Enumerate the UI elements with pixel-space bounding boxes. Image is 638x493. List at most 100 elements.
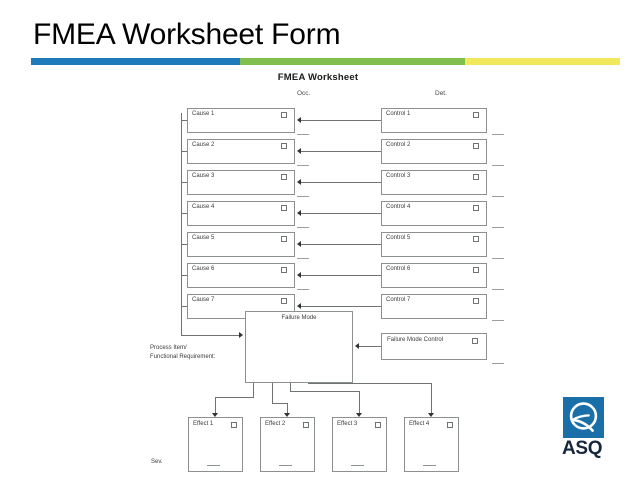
cause-stub-2	[181, 151, 188, 152]
severity-blank-4[interactable]	[423, 465, 436, 466]
page-title: FMEA Worksheet Form	[33, 18, 341, 51]
cause-checkbox[interactable]	[281, 143, 287, 149]
severity-label: Sev.	[151, 459, 163, 465]
control-arrow-4	[297, 210, 301, 216]
cause-checkbox[interactable]	[281, 112, 287, 118]
effect-drop-3-leg	[359, 391, 360, 415]
detection-column-label: Det.	[435, 90, 447, 97]
cause-box-1[interactable]: Cause 1	[187, 108, 295, 133]
detection-blank-3[interactable]	[492, 196, 504, 197]
failure-mode-box[interactable]: Failure Mode	[245, 311, 353, 383]
effect-checkbox[interactable]	[447, 422, 453, 428]
effect-checkbox[interactable]	[375, 422, 381, 428]
cause-checkbox[interactable]	[281, 267, 287, 273]
control-arrow-1	[297, 117, 301, 123]
control-label: Control 5	[386, 235, 411, 241]
asq-logo-wordmark: ASQ	[562, 438, 603, 459]
effect-arrow-3	[356, 413, 362, 417]
cause-box-2[interactable]: Cause 2	[187, 139, 295, 164]
detection-blank-6[interactable]	[492, 289, 504, 290]
cause-stub-6	[181, 275, 188, 276]
cause-stub-7	[181, 306, 188, 307]
control-connector-5	[300, 244, 382, 245]
effect-drop-2-horizontal	[272, 403, 287, 404]
occurrence-blank-2[interactable]	[297, 165, 309, 166]
cause-checkbox[interactable]	[281, 298, 287, 304]
severity-blank-1[interactable]	[207, 465, 220, 466]
cause-box-6[interactable]: Cause 6	[187, 263, 295, 288]
control-checkbox[interactable]	[473, 112, 479, 118]
control-box-3[interactable]: Control 3	[381, 170, 487, 195]
effect-box-3[interactable]: Effect 3	[332, 417, 387, 472]
failure-mode-control-checkbox[interactable]	[472, 338, 478, 344]
control-arrow-5	[297, 241, 301, 247]
control-box-1[interactable]: Control 1	[381, 108, 487, 133]
detection-blank-4[interactable]	[492, 227, 504, 228]
control-box-7[interactable]: Control 7	[381, 294, 487, 319]
effect-drop-1-vertical	[253, 383, 254, 397]
control-checkbox[interactable]	[473, 143, 479, 149]
control-arrow-7	[297, 303, 301, 309]
control-checkbox[interactable]	[473, 205, 479, 211]
cause-box-5[interactable]: Cause 5	[187, 232, 295, 257]
asq-q-mark-icon	[569, 402, 598, 432]
cause-checkbox[interactable]	[281, 205, 287, 211]
cause-box-4[interactable]: Cause 4	[187, 201, 295, 226]
cause-box-3[interactable]: Cause 3	[187, 170, 295, 195]
cause-label: Cause 4	[192, 204, 215, 210]
effect-checkbox[interactable]	[303, 422, 309, 428]
control-box-2[interactable]: Control 2	[381, 139, 487, 164]
detection-blank-7[interactable]	[492, 320, 504, 321]
effect-label: Effect 2	[265, 421, 286, 427]
occurrence-blank-3[interactable]	[297, 196, 309, 197]
process-item-line-2: Functional Requirement:	[150, 353, 216, 360]
accent-bar-green-segment	[240, 58, 466, 65]
control-checkbox[interactable]	[473, 267, 479, 273]
cause-label: Cause 1	[192, 111, 215, 117]
control-label: Control 6	[386, 266, 411, 272]
accent-bar-blue-segment	[31, 58, 241, 65]
asq-logo: ASQ	[562, 397, 619, 467]
cause-label: Cause 3	[192, 173, 215, 179]
cause-checkbox[interactable]	[281, 174, 287, 180]
detection-blank-1[interactable]	[492, 134, 504, 135]
effect-checkbox[interactable]	[231, 422, 237, 428]
control-checkbox[interactable]	[473, 236, 479, 242]
process-item-line-1: Process Item/	[150, 345, 187, 351]
control-box-6[interactable]: Control 6	[381, 263, 487, 288]
control-checkbox[interactable]	[473, 298, 479, 304]
occurrence-blank-4[interactable]	[297, 227, 309, 228]
control-arrow-6	[297, 272, 301, 278]
detection-blank-2[interactable]	[492, 165, 504, 166]
failure-mode-control-box[interactable]: Failure Mode Control	[381, 333, 487, 360]
cause-label: Cause 2	[192, 142, 215, 148]
control-checkbox[interactable]	[473, 174, 479, 180]
severity-blank-3[interactable]	[351, 465, 364, 466]
control-box-5[interactable]: Control 5	[381, 232, 487, 257]
detection-blank-5[interactable]	[492, 258, 504, 259]
cause-checkbox[interactable]	[281, 236, 287, 242]
failure-mode-label: Failure Mode	[281, 315, 317, 321]
cause-label: Cause 7	[192, 297, 215, 303]
failure-mode-control-connector	[358, 346, 382, 347]
accent-bar-yellow-segment	[465, 58, 620, 65]
control-label: Control 1	[386, 111, 411, 117]
effect-box-4[interactable]: Effect 4	[404, 417, 459, 472]
effect-drop-3-horizontal	[290, 391, 359, 392]
effect-drop-2-vertical	[272, 383, 273, 403]
occurrence-blank-5[interactable]	[297, 258, 309, 259]
effect-box-1[interactable]: Effect 1	[188, 417, 243, 472]
control-connector-4	[300, 213, 382, 214]
effect-arrow-1	[212, 413, 218, 417]
effect-box-2[interactable]: Effect 2	[260, 417, 315, 472]
occurrence-blank-1[interactable]	[297, 134, 309, 135]
failure-mode-detection-blank[interactable]	[492, 363, 504, 364]
severity-blank-2[interactable]	[279, 465, 292, 466]
failure-mode-input-arrow	[239, 332, 243, 338]
effect-label: Effect 1	[193, 421, 214, 427]
control-box-4[interactable]: Control 4	[381, 201, 487, 226]
effect-drop-2-leg	[287, 403, 288, 415]
failure-mode-control-arrow	[355, 343, 359, 349]
occurrence-blank-6[interactable]	[297, 289, 309, 290]
